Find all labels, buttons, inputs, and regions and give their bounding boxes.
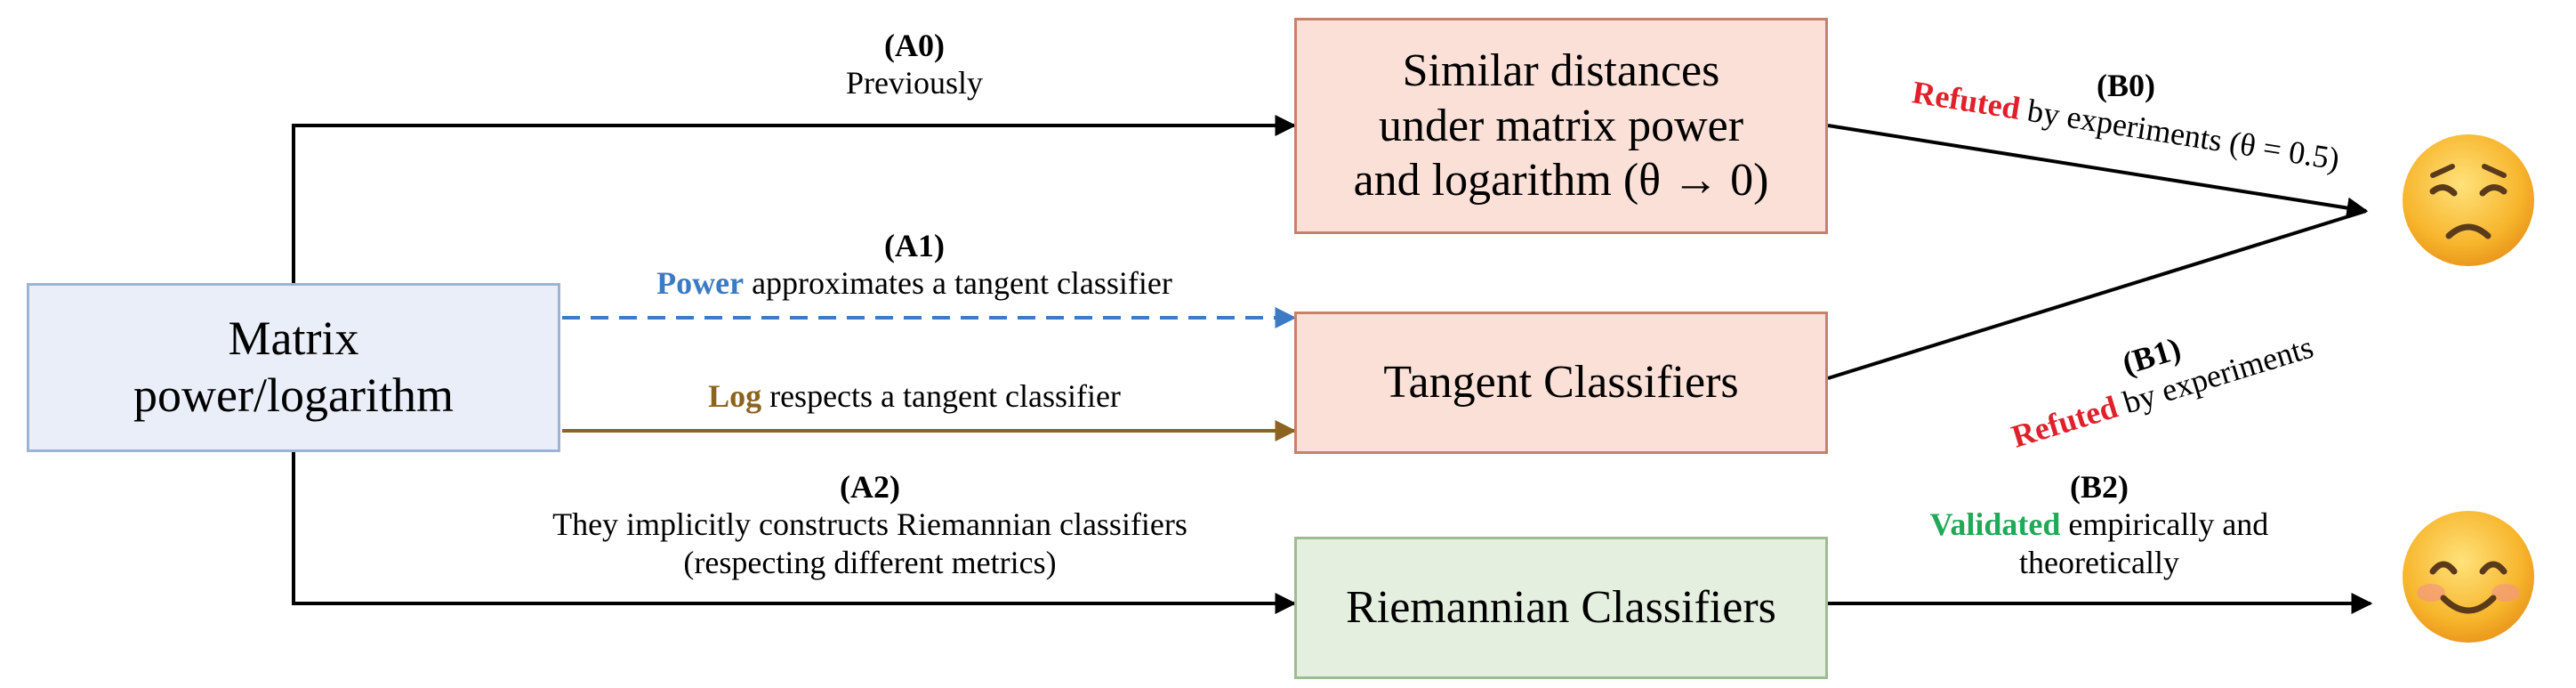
label-b2: (B2) Validated empirically and theoretic…: [1929, 469, 2269, 580]
smiling-face-icon: [2403, 511, 2534, 643]
node-tangent-classifiers: Tangent Classifiers: [1294, 312, 1828, 454]
sad-face-icon: [2403, 134, 2534, 266]
edge-a2: [292, 452, 1297, 614]
label-a2: (A2) They implicitly constructs Riemanni…: [552, 469, 1187, 580]
label-b0-tag: (B0): [2097, 68, 2155, 103]
edge-b0: [1827, 124, 2369, 219]
label-log: Log respects a tangent classifier: [708, 378, 1121, 414]
node-riemannian-classifiers: Riemannian Classifiers: [1294, 537, 1828, 679]
label-a0: (A0) Previously: [845, 28, 983, 101]
edge-a0: [292, 115, 1297, 283]
label-a1: (A1) Power approximates a tangent classi…: [656, 228, 1172, 302]
edge-b1: [1827, 209, 2367, 380]
